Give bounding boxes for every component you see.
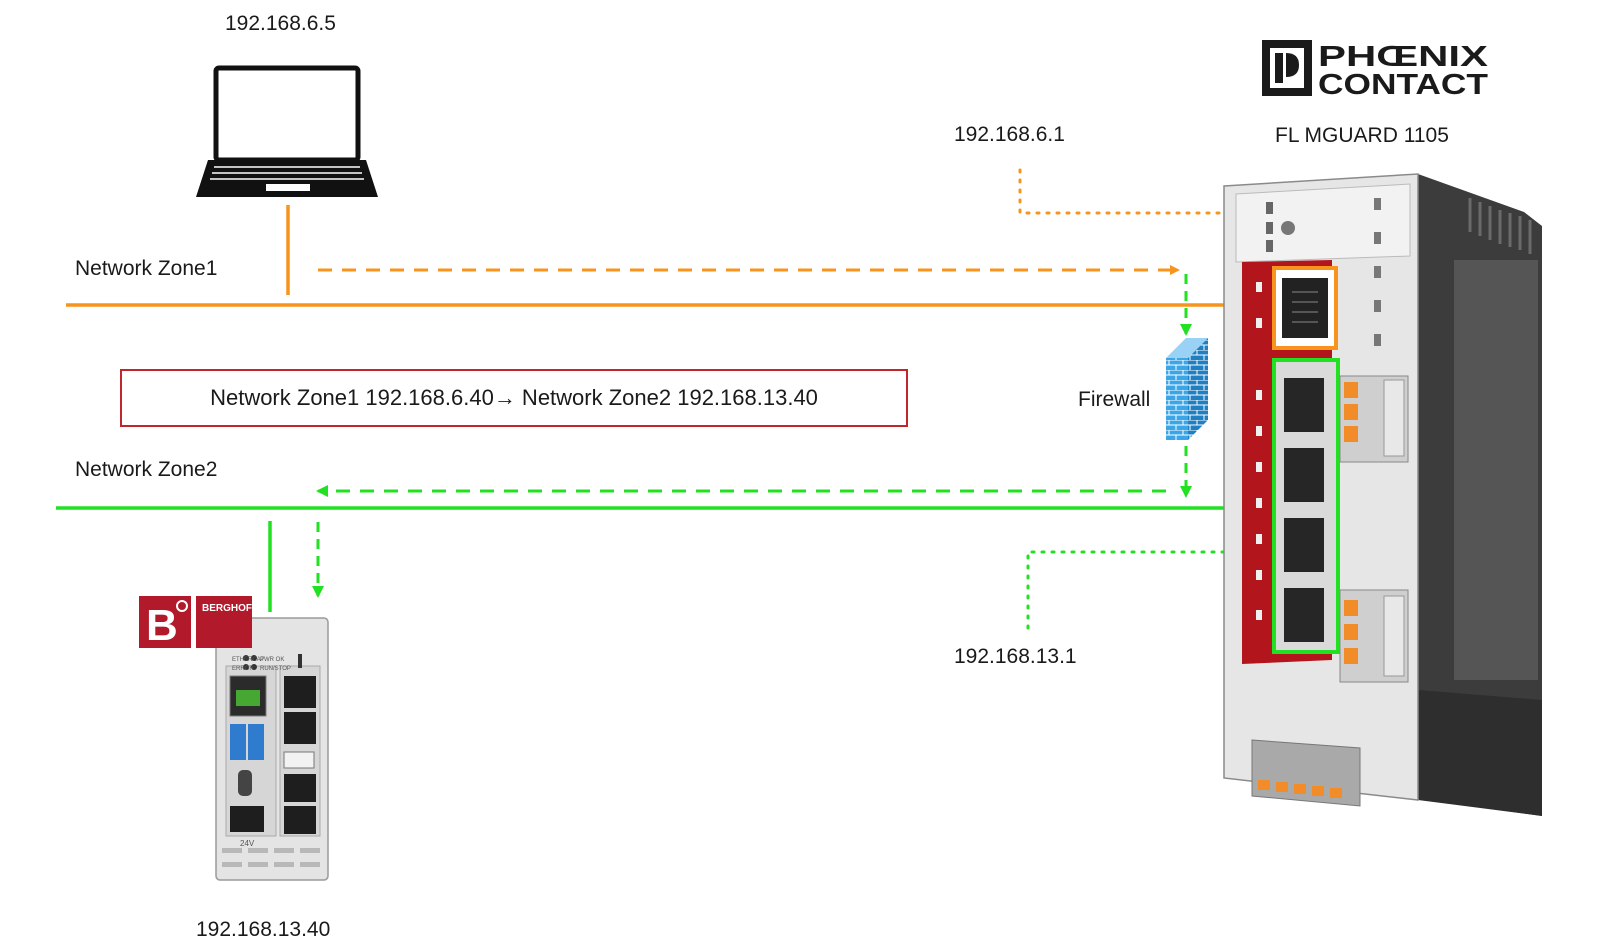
svg-text:B: B: [146, 601, 178, 650]
plc-led-label-2: ERROR: [232, 666, 254, 672]
berghof-brand-text: BERGHOF: [202, 603, 252, 614]
firewall-icon: [1166, 338, 1208, 440]
laptop-keyboard: [210, 166, 364, 180]
zone1-label: Network Zone1: [75, 257, 218, 280]
firewall-label: Firewall: [1078, 388, 1151, 411]
phoenix-logo-line2: CONTACT: [1318, 69, 1488, 100]
plc-led-label-4: RUN/STOP: [260, 666, 291, 672]
plc-power-label: 24V: [240, 839, 255, 848]
mguard-model-label: FL MGUARD 1105: [1275, 124, 1449, 147]
plc-led-label-1: ETHERCAT: [232, 657, 264, 663]
zone2-label: Network Zone2: [75, 458, 218, 481]
berghof-logo: B BERGHOF: [139, 596, 252, 650]
zone2-gateway-dotted-line: [1026, 546, 1258, 630]
plc-ip-label: 192.168.13.40: [196, 918, 331, 941]
terminal-block-lower: [1339, 589, 1409, 683]
nat-rule-text: Network Zone1 192.168.6.40→ Network Zone…: [210, 385, 818, 410]
mguard-device: [1223, 173, 1542, 816]
laptop-icon: [196, 65, 378, 197]
laptop-ip-label: 192.168.6.5: [225, 12, 336, 35]
terminal-block-upper: [1339, 375, 1409, 463]
nat-rule-box: Network Zone1 192.168.6.40→ Network Zone…: [120, 369, 908, 427]
mguard-zone2-ip-label: 192.168.13.1: [954, 645, 1077, 668]
phoenix-contact-logo: PHŒNIX CONTACT: [1262, 38, 1492, 101]
mguard-zone1-ip-label: 192.168.6.1: [954, 123, 1065, 146]
plc-led-label-3: PWR OK: [260, 657, 284, 663]
berghof-plc-device: ETHERCAT ERROR PWR OK RUN/STOP 24V: [215, 617, 329, 881]
bottom-connector: [1251, 739, 1361, 807]
phoenix-logo-line1: PHŒNIX: [1318, 41, 1489, 73]
zone1-gateway-dotted-line: [1018, 168, 1305, 260]
